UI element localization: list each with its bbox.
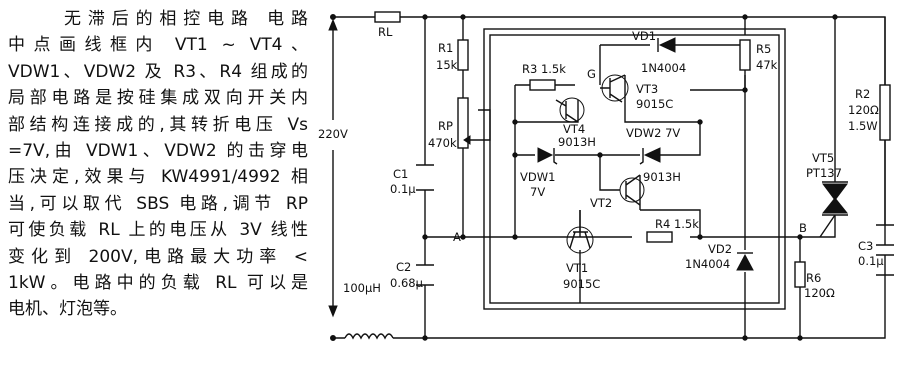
resistor-r2: R2 120Ω 1.5W [848, 84, 891, 141]
svg-text:1N4004: 1N4004 [641, 61, 686, 75]
capacitor-c1: C1 0.1μ [390, 164, 434, 196]
gate-label-g: G [587, 67, 596, 81]
svg-text:VD1: VD1 [632, 29, 656, 43]
svg-text:47k: 47k [756, 58, 778, 72]
svg-text:C1: C1 [393, 167, 408, 181]
svg-text:R5: R5 [756, 42, 771, 56]
svg-text:RL: RL [378, 25, 393, 39]
transistor-vt4: VT4 9013H [555, 97, 596, 149]
load-resistor-rl: RL [374, 11, 401, 39]
description-line: 可使负载 RL 上的电压从 3V 线性 [8, 220, 308, 241]
svg-text:0.68μ: 0.68μ [390, 276, 424, 290]
resistor-r4: R4 1.5k [646, 217, 699, 243]
svg-text:VT5: VT5 [812, 151, 834, 165]
svg-text:VD2: VD2 [708, 242, 732, 256]
svg-text:0.1μ: 0.1μ [390, 182, 416, 196]
resistor-r6: R6 120Ω [794, 261, 835, 300]
svg-text:R3 1.5k: R3 1.5k [522, 62, 566, 76]
description-line: 部结构连接成的,其转折电压 Vs [8, 114, 308, 135]
zener-vdw1: VDW1 7V [520, 147, 558, 199]
svg-text:1N4004: 1N4004 [685, 257, 730, 271]
transistor-vt2: VT2 9013H [590, 170, 681, 210]
svg-text:C3: C3 [858, 239, 873, 253]
capacitor-c3: C3 0.1μ [858, 224, 894, 276]
svg-text:9013H: 9013H [558, 135, 596, 149]
description-line: 电机、灯泡等。 [8, 299, 127, 320]
svg-text:VT1: VT1 [566, 261, 588, 275]
description-line: 无滞后的相控电路 电路 [64, 9, 308, 29]
zener-vdw2: VDW2 7V [626, 126, 680, 165]
svg-text:9015C: 9015C [563, 277, 600, 291]
svg-text:120Ω: 120Ω [804, 286, 835, 300]
transistor-vt1: VT1 9015C [563, 210, 600, 291]
node-b-label: B [799, 221, 807, 235]
inductor: 100μH [343, 281, 394, 340]
svg-text:9015C: 9015C [636, 97, 673, 111]
transistor-vt3: VT3 9015C [600, 74, 673, 111]
svg-text:120Ω: 120Ω [848, 103, 879, 117]
resistor-r1: R1 15k [436, 39, 469, 72]
svg-text:VT4: VT4 [563, 122, 585, 136]
diode-vd2: VD2 1N4004 [685, 242, 754, 271]
svg-text:1.5W: 1.5W [848, 119, 878, 133]
svg-text:VDW2 7V: VDW2 7V [626, 126, 680, 140]
svg-text:VT2: VT2 [590, 196, 612, 210]
description-line: 压决定,效果与 KW4991/4992 相 [8, 167, 308, 188]
diode-vd1: VD1 1N4004 [632, 29, 686, 75]
svg-text:R6: R6 [806, 271, 821, 285]
triac-vt5: VT5 PT137 [806, 151, 849, 238]
svg-text:C2: C2 [396, 260, 411, 274]
description-text: 无滞后的相控电路 电路 中点画线框内 VT1 ~ VT4、 VDW1、VDW2 … [8, 6, 308, 323]
description-line: 中点画线框内 VT1 ~ VT4、 [8, 35, 308, 56]
resistor-r5: R5 47k [739, 39, 778, 72]
capacitor-c2: C2 0.68μ [390, 260, 434, 290]
svg-text:R1: R1 [438, 41, 453, 55]
description-line: 局部电路是按硅集成双向开关内 [8, 88, 308, 109]
svg-text:15k: 15k [436, 58, 458, 72]
wires [333, 16, 886, 339]
svg-text:VT3: VT3 [636, 82, 658, 96]
resistor-r3: R3 1.5k [522, 62, 566, 91]
svg-text:9013H: 9013H [643, 170, 681, 184]
svg-text:RP: RP [438, 119, 453, 133]
svg-text:R2: R2 [855, 87, 870, 101]
svg-text:0.1μ: 0.1μ [858, 254, 884, 268]
description-line: 当,可以取代 SBS 电路,调节 RP [8, 193, 308, 214]
circuit-diagram: 220V RL 100μH C1 0.1μ C2 0.68μ R1 15k RP… [318, 11, 894, 341]
supply-terminals: 220V [318, 14, 348, 341]
supply-label: 220V [318, 127, 348, 141]
description-line: =7V,由 VDW1、VDW2 的击穿电 [8, 140, 308, 161]
junction-dots [422, 14, 838, 341]
description-line: 变化到 200V,电路最大功率 < [8, 246, 308, 267]
svg-text:PT137: PT137 [806, 166, 842, 180]
description-line: 1kW。电路中的负载 RL 可以是 [8, 272, 308, 293]
svg-text:7V: 7V [530, 185, 545, 199]
svg-text:470k: 470k [428, 136, 457, 150]
node-a-label: A [453, 230, 461, 244]
description-line: VDW1、VDW2 及 R3、R4 组成的 [8, 61, 308, 82]
svg-text:R4 1.5k: R4 1.5k [655, 217, 699, 231]
potentiometer-rp: RP 470k [428, 97, 491, 150]
svg-text:VDW1: VDW1 [520, 170, 555, 184]
svg-text:100μH: 100μH [343, 281, 381, 295]
